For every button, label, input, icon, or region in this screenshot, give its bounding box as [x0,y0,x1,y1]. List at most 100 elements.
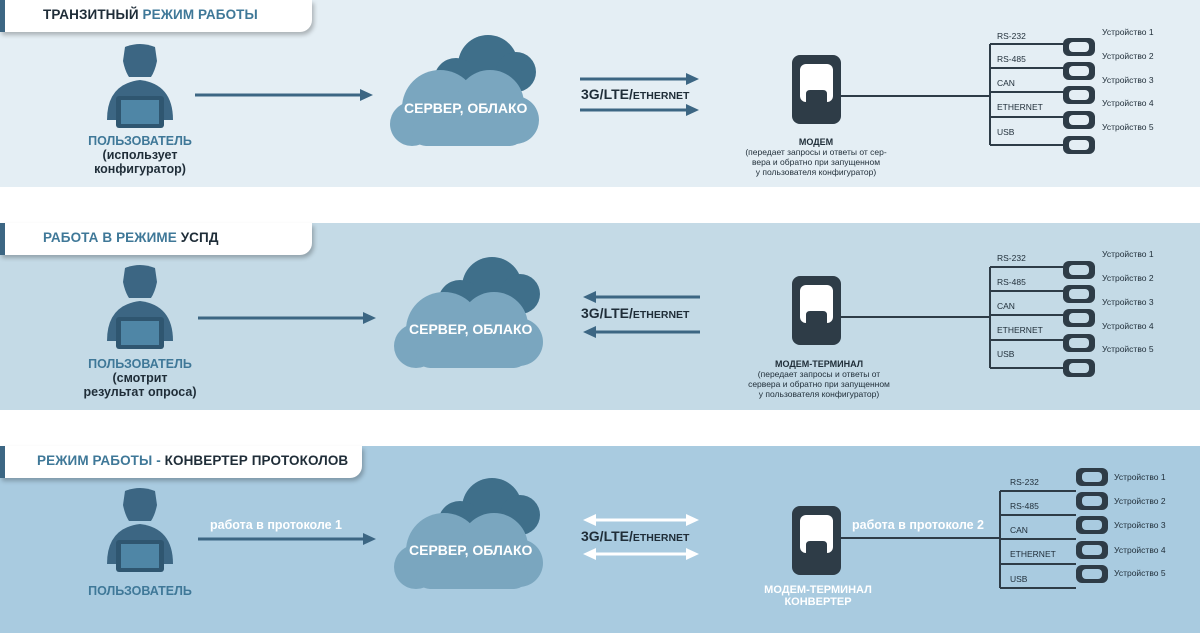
port-label-ethernet: ETHERNET [997,325,1043,335]
device-label-2: Устройство 2 [1102,273,1154,283]
user-desc-line1: (использует [102,148,178,162]
user-desc-line1: (смотрит [112,371,168,385]
user-icon [107,265,173,349]
modem-desc-line1: (передает запросы и ответы от [757,369,881,379]
user-title: ПОЛЬЗОВАТЕЛЬ [88,134,192,148]
modem-label: МОДЕМ (передает запросы и ответы от сер-… [733,137,899,177]
user-label: ПОЛЬЗОВАТЕЛЬ (использует конфигуратор) [80,134,200,176]
panel-uspd-mode: РАБОТА В РЕЖИМЕ УСПД ПОЛЬЗОВАТЕЛЬ (смотр… [0,223,1200,410]
device-label-5: Устройство 5 [1114,568,1166,578]
port-label-rs485: RS-485 [997,54,1026,64]
cloud-label: СЕРВЕР, ОБЛАКО [409,321,533,337]
modem-label: МОДЕМ-ТЕРМИНАЛ (передает запросы и ответ… [736,359,902,399]
uspd-diagram [107,257,1095,377]
port-label-can: CAN [997,78,1015,88]
panel-title-tag: РЕЖИМ РАБОТЫ - КОНВЕРТЕР ПРОТОКОЛОВ [0,446,362,478]
device-icons [1076,468,1108,583]
arrows-to-modem [580,73,699,116]
modem-title: МОДЕМ-ТЕРМИНАЛ [764,584,872,596]
network-label-main: 3G/LTE/ [581,528,633,544]
panel-title-part2: РЕЖИМ РАБОТЫ [142,7,258,22]
modem-desc-line2: сервера и обратно при запущенном [748,379,890,389]
network-label: 3G/LTE/ETHERNET [581,528,689,544]
port-label-can: CAN [997,301,1015,311]
modem-label: МОДЕМ-ТЕРМИНАЛ КОНВЕРТЕР [748,584,888,608]
network-label-small: ETHERNET [632,90,690,102]
port-label-usb: USB [997,127,1015,137]
modem-desc-line1: (передает запросы и ответы от сер- [745,147,887,157]
arrow-user-to-cloud [198,533,376,545]
modem-desc-line2: вера и обратно при запущенном [751,157,881,167]
panel-title-tag: РАБОТА В РЕЖИМЕ УСПД [0,223,312,255]
device-label-3: Устройство 3 [1102,75,1154,85]
panel-title-part2: УСПД [180,230,219,245]
device-label-5: Устройство 5 [1102,122,1154,132]
modem-title: МОДЕМ [798,137,834,147]
port-bus [989,266,1063,369]
panel-transit-mode: ТРАНЗИТНЫЙ РЕЖИМ РАБОТЫ ПОЛЬЗОВАТЕЛЬ (ис… [0,0,1200,187]
network-label: 3G/LTE/ETHERNET [581,86,689,102]
device-label-4: Устройство 4 [1102,98,1154,108]
user-title: ПОЛЬЗОВАТЕЛЬ [88,584,192,598]
network-label-main: 3G/LTE/ [581,305,633,321]
network-label-small: ETHERNET [632,532,690,544]
device-label-4: Устройство 4 [1114,545,1166,555]
modem-title: МОДЕМ-ТЕРМИНАЛ [774,359,864,369]
port-label-rs232: RS-232 [1010,477,1039,487]
device-label-5: Устройство 5 [1102,344,1154,354]
modem-icon [792,276,841,345]
device-label-4: Устройство 4 [1102,321,1154,331]
modem-icon [792,55,841,124]
network-label-small: ETHERNET [632,309,690,321]
device-icons [1063,38,1095,154]
arrow-user-to-cloud [198,312,376,324]
port-label-ethernet: ETHERNET [997,102,1043,112]
port-bus [989,43,1063,146]
panel-converter-mode: РЕЖИМ РАБОТЫ - КОНВЕРТЕР ПРОТОКОЛОВ ПОЛЬ… [0,446,1200,633]
network-label: 3G/LTE/ETHERNET [581,305,689,321]
port-label-rs485: RS-485 [997,277,1026,287]
user-icon [107,44,173,128]
modem-desc-line3: у пользователя конфигуратор) [755,167,877,177]
panel-title-part2: КОНВЕРТЕР ПРОТОКОЛОВ [164,453,349,468]
user-title: ПОЛЬЗОВАТЕЛЬ [88,357,192,371]
device-icons [1063,261,1095,377]
port-label-ethernet: ETHERNET [1010,549,1056,559]
cloud-icon [394,257,543,368]
panel-title-part1: РЕЖИМ РАБОТЫ - [37,453,165,468]
cloud-label: СЕРВЕР, ОБЛАКО [409,542,533,558]
device-label-3: Устройство 3 [1102,297,1154,307]
protocol-2-label: работа в протоколе 2 [852,518,985,532]
device-label-1: Устройство 1 [1102,27,1154,37]
arrows-to-cloud [583,291,700,338]
protocol-1-label: работа в протоколе 1 [210,518,343,532]
bidirectional-arrows [583,514,699,560]
cloud-icon [390,35,539,146]
user-label: ПОЛЬЗОВАТЕЛЬ (смотрит результат опроса) [75,357,205,399]
port-label-rs232: RS-232 [997,31,1026,41]
user-icon [107,488,173,572]
panel-title-part1: ТРАНЗИТНЫЙ [43,7,143,22]
device-label-1: Устройство 1 [1102,249,1154,259]
cloud-label: СЕРВЕР, ОБЛАКО [404,100,528,116]
cloud-icon [394,478,543,589]
port-label-usb: USB [997,349,1015,359]
device-label-1: Устройство 1 [1114,472,1166,482]
panel-title-tag: ТРАНЗИТНЫЙ РЕЖИМ РАБОТЫ [0,0,312,32]
port-label-can: CAN [1010,525,1028,535]
device-label-2: Устройство 2 [1114,496,1166,506]
transit-diagram [107,35,1095,154]
device-label-3: Устройство 3 [1114,520,1166,530]
network-label-main: 3G/LTE/ [581,86,633,102]
modem-desc-line3: у пользователя конфигуратор) [758,389,880,399]
arrow-user-to-cloud [195,89,373,101]
user-label: ПОЛЬЗОВАТЕЛЬ [80,584,200,598]
user-desc-line2: результат опроса) [83,385,197,399]
port-label-rs485: RS-485 [1010,501,1039,511]
device-label-2: Устройство 2 [1102,51,1154,61]
modem-subtitle: КОНВЕРТЕР [784,596,852,608]
user-desc-line2: конфигуратор) [94,162,186,176]
modem-icon [792,506,841,575]
port-label-rs232: RS-232 [997,253,1026,263]
converter-diagram [107,468,1108,589]
